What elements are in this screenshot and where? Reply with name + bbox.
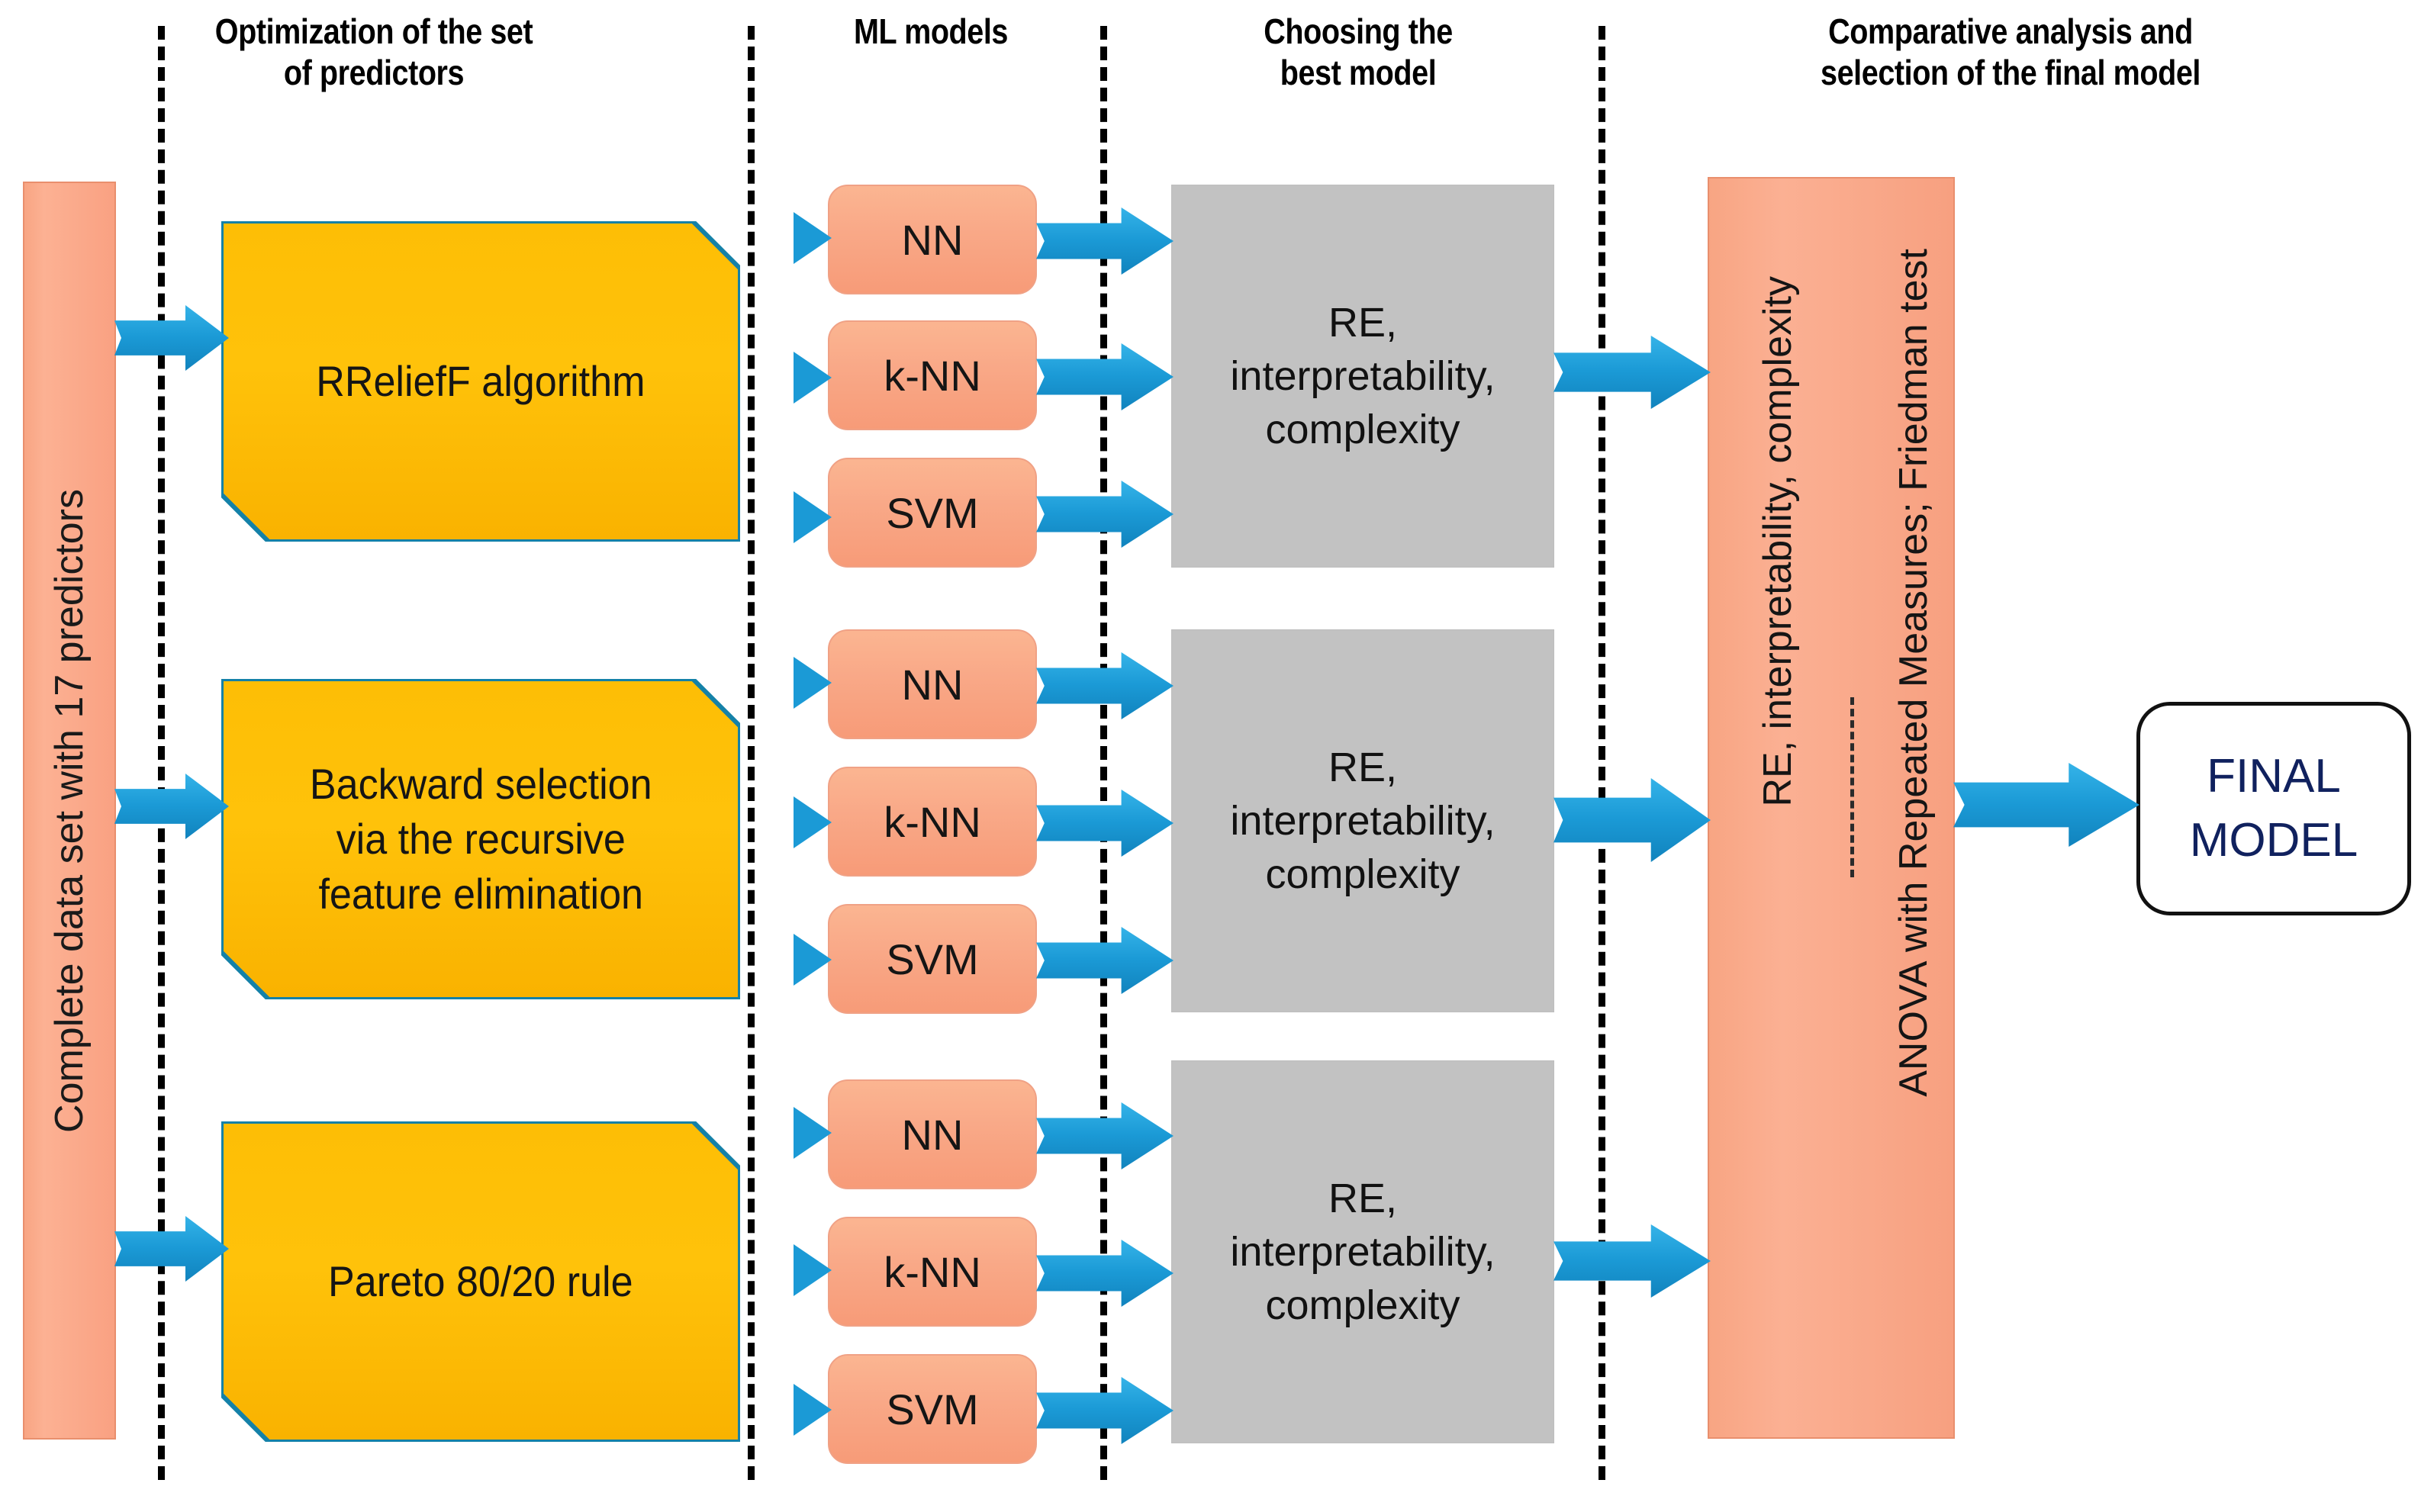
model-box-knn-3[interactable]: k-NN (828, 1217, 1037, 1327)
comparison-block: RE, interpretability, complexity ANOVA w… (1708, 177, 1955, 1439)
column-header-line: Comparative analysis and (1828, 11, 2193, 51)
model-box-nn-3[interactable]: NN (828, 1079, 1037, 1189)
model-label: k-NN (884, 797, 981, 846)
model-label: NN (901, 1110, 964, 1159)
input-data-label: Complete data set with 17 predictors (47, 488, 92, 1133)
column-header-line: Optimization of the set (214, 11, 533, 51)
model-box-knn-1[interactable]: k-NN (828, 320, 1037, 430)
column-header-best-model: Choosing the best model (1174, 11, 1542, 94)
column-divider-3 (1100, 26, 1107, 1480)
final-model-block[interactable]: FINAL MODEL (2136, 702, 2411, 915)
criteria-box-3: RE, interpretability, complexity (1171, 1060, 1554, 1443)
column-header-ml-models: ML models (793, 11, 1068, 52)
criteria-line: complexity (1265, 407, 1460, 453)
feature-selection-block-rrelieff[interactable]: RReliefF algorithm (221, 221, 740, 542)
column-header-optimization: Optimization of the set of predictors (170, 11, 577, 94)
model-label: k-NN (884, 351, 981, 400)
feature-selection-block-backward[interactable]: Backward selection via the recursive fea… (221, 679, 740, 999)
model-box-svm-1[interactable]: SVM (828, 458, 1037, 568)
comparison-separator (1850, 697, 1854, 877)
column-header-line: ML models (853, 11, 1009, 51)
criteria-line: interpretability, (1230, 1228, 1495, 1275)
model-box-svm-2[interactable]: SVM (828, 904, 1037, 1014)
branch-arrowhead-icon (794, 1107, 832, 1436)
criteria-line: interpretability, (1230, 352, 1495, 399)
column-divider-2 (748, 26, 755, 1480)
feature-selection-label: Backward selection via the recursive fea… (291, 757, 670, 921)
feature-selection-label: Pareto 80/20 rule (328, 1257, 633, 1306)
criteria-lines: RE, interpretability, complexity (1230, 1172, 1495, 1333)
model-box-knn-2[interactable]: k-NN (828, 767, 1037, 877)
block-arrow-right-icon (114, 305, 229, 1282)
block-arrow-right-icon (1953, 763, 2139, 847)
model-label: SVM (886, 935, 979, 983)
model-label: NN (901, 660, 964, 709)
column-header-line: selection of the final model (1821, 53, 2201, 93)
column-divider-4 (1599, 26, 1605, 1480)
criteria-line: complexity (1265, 1282, 1460, 1329)
criteria-box-2: RE, interpretability, complexity (1171, 629, 1554, 1012)
label-line: via the recursive (336, 815, 626, 864)
model-box-nn-1[interactable]: NN (828, 185, 1037, 294)
criteria-lines: RE, interpretability, complexity (1230, 296, 1495, 457)
label-line: feature elimination (318, 869, 643, 918)
model-label: SVM (886, 1385, 979, 1433)
column-header-line: of predictors (283, 53, 465, 93)
block-arrow-right-icon (1553, 336, 1711, 1298)
label-line: Backward selection (309, 760, 652, 809)
criteria-line: RE, (1328, 1175, 1398, 1221)
criteria-line: complexity (1265, 851, 1460, 898)
comparison-criteria-label: RE, interpretability, complexity (1756, 276, 1800, 807)
feature-selection-label: RReliefF algorithm (316, 357, 646, 406)
criteria-line: RE, (1328, 744, 1398, 790)
branch-arrowhead-icon (794, 657, 832, 986)
comparison-statistics-label: ANOVA with Repeated Measures; Friedman t… (1892, 249, 1936, 1097)
criteria-lines: RE, interpretability, complexity (1230, 741, 1495, 902)
model-label: SVM (886, 488, 979, 537)
model-label: k-NN (884, 1247, 981, 1296)
criteria-line: interpretability, (1230, 797, 1495, 844)
branch-arrowhead-icon (794, 212, 832, 543)
column-divider-1 (158, 26, 165, 1480)
model-box-nn-2[interactable]: NN (828, 629, 1037, 739)
column-header-line: best model (1280, 53, 1437, 93)
final-model-line-2: MODEL (2189, 814, 2358, 867)
column-header-comparative: Comparative analysis and selection of th… (1679, 11, 2342, 94)
column-header-line: Choosing the (1264, 11, 1453, 51)
input-data-block: Complete data set with 17 predictors (23, 182, 116, 1440)
criteria-box-1: RE, interpretability, complexity (1171, 185, 1554, 568)
feature-selection-block-pareto[interactable]: Pareto 80/20 rule (221, 1121, 740, 1442)
final-model-line-1: FINAL (2207, 750, 2341, 803)
criteria-line: RE, (1328, 299, 1398, 346)
model-label: NN (901, 215, 964, 264)
model-box-svm-3[interactable]: SVM (828, 1354, 1037, 1464)
